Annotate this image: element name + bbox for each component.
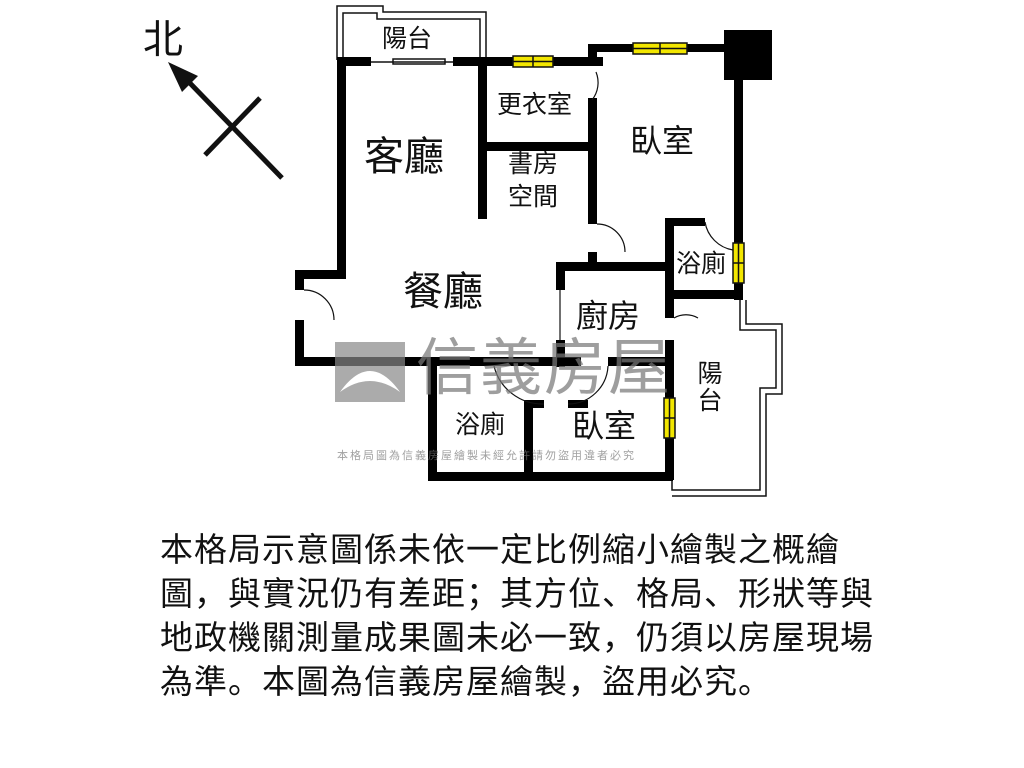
room-label-bathroom-bottom: 浴廁	[455, 410, 506, 439]
room-label-bathroom-right: 浴廁	[676, 249, 727, 278]
compass-north-label: 北	[143, 17, 183, 63]
windows	[512, 42, 745, 439]
watermark-brand: 信義房屋	[416, 331, 673, 404]
balcony-right-outline	[671, 300, 783, 497]
door-swings	[303, 71, 734, 405]
balcony-outline	[336, 5, 487, 65]
floor-plan	[168, 5, 783, 497]
room-label-balcony-top: 陽台	[382, 24, 433, 53]
room-label-study-1: 書房	[508, 149, 559, 178]
room-label-living-room: 客廳	[364, 134, 444, 180]
room-label-kitchen: 廚房	[576, 297, 641, 335]
watermark-logo-icon	[335, 342, 405, 402]
room-label-dressing-room: 更衣室	[497, 90, 573, 119]
room-label-bedroom-main: 臥室	[630, 122, 695, 160]
disclaimer-text: 本格局示意圖係未依一定比例縮小繪製之概繪圖，與實況仍有差距；其方位、格局、形狀等…	[160, 530, 874, 701]
walls	[295, 30, 772, 481]
watermark-notice: 本格局圖為信義房屋繪製未經允許請勿盜用違者必究	[337, 449, 636, 462]
north-arrow-icon	[168, 62, 284, 180]
room-label-study-2: 空間	[508, 182, 559, 211]
room-label-balcony-right: 陽台	[694, 360, 723, 414]
room-label-bedroom-bottom: 臥室	[572, 407, 637, 445]
room-label-dining-room: 餐廳	[403, 269, 483, 315]
